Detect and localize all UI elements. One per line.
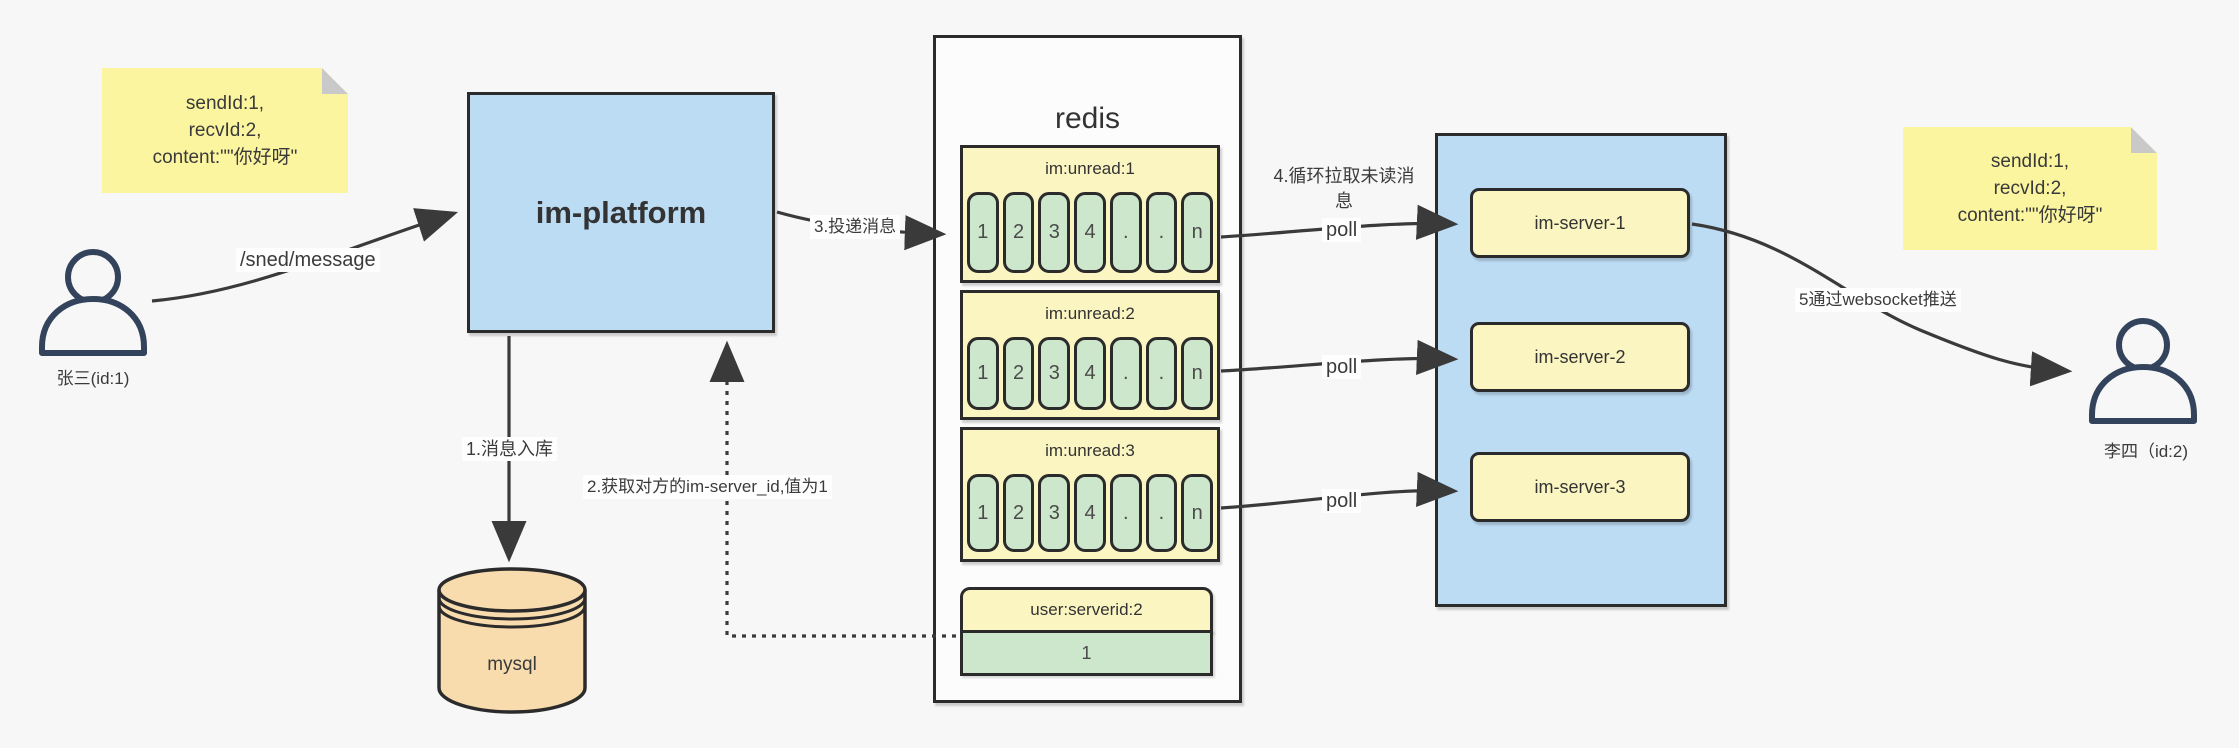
edge-deliver-label: 3.投递消息 <box>810 215 901 239</box>
queue-cell: 3 <box>1038 474 1071 552</box>
sender-label: 张三(id:1) <box>56 369 130 388</box>
edge-poll-2-label: poll <box>1322 355 1362 379</box>
redis-queue-1: im:unread:1 1 2 3 4 . . n <box>960 145 1220 283</box>
queue-cell: 2 <box>1002 474 1035 552</box>
queue-cell: . <box>1109 337 1142 410</box>
queue-cell: n <box>1181 192 1214 273</box>
queue-cell: 3 <box>1038 337 1071 410</box>
person-icon-receiver <box>2089 318 2197 424</box>
im-platform-label: im-platform <box>535 194 707 230</box>
queue-cell: 2 <box>1002 337 1035 410</box>
queue-cells: 1 2 3 4 . . n <box>967 474 1214 552</box>
redis-queue-2: im:unread:2 1 2 3 4 . . n <box>960 290 1220 420</box>
receiver-label: 李四（id:2) <box>2103 442 2189 461</box>
note-line: content:""你好呀" <box>1957 205 2103 226</box>
queue-cells: 1 2 3 4 . . n <box>967 337 1214 410</box>
edge-pull-label-line1: 4.循环拉取未读消 <box>1273 166 1415 186</box>
im-server-1-label: im-server-1 <box>1534 212 1626 233</box>
queue-cell: 1 <box>967 192 999 273</box>
person-icon-sender <box>39 249 147 356</box>
queue-cells: 1 2 3 4 . . n <box>967 192 1214 273</box>
sticky-fold-icon <box>2131 127 2157 153</box>
queue-cell: . <box>1145 192 1178 273</box>
kv-key-label: user:serverid:2 <box>960 587 1213 633</box>
edge-send-label: /sned/message <box>236 248 380 272</box>
edge-poll-3-label: poll <box>1322 489 1362 513</box>
queue-cell: n <box>1181 474 1214 552</box>
note-line: recvId:2, <box>1993 178 2067 199</box>
sticky-fold-icon <box>322 68 348 94</box>
queue-key-label: im:unread:3 <box>1045 441 1135 460</box>
im-server-3-label: im-server-3 <box>1534 476 1626 497</box>
edge-push-label: 5通过websocket推送 <box>1795 288 1961 312</box>
edge-store-label: 1.消息入库 <box>462 437 558 461</box>
sticky-note-left: sendId:1, recvId:2, content:""你好呀" <box>102 68 348 193</box>
queue-cell: 1 <box>967 474 999 552</box>
kv-value: 1 <box>960 630 1213 676</box>
im-platform-box: im-platform <box>467 92 775 333</box>
queue-cell: . <box>1109 192 1142 273</box>
queue-cell: . <box>1145 474 1178 552</box>
database-label: mysql <box>487 654 537 675</box>
queue-cell: 1 <box>967 337 999 410</box>
note-line: sendId:1, <box>185 93 265 114</box>
database-cylinder-icon <box>437 567 587 714</box>
note-line: recvId:2, <box>188 120 262 141</box>
queue-cell: 4 <box>1074 192 1106 273</box>
kv-block-user-serverid: user:serverid:2 1 <box>960 587 1213 676</box>
queue-key-label: im:unread:1 <box>1045 159 1135 178</box>
queue-key-label: im:unread:2 <box>1045 304 1135 323</box>
note-line: sendId:1, <box>1990 151 2070 172</box>
edge-pull-label-line2: 息 <box>1335 191 1353 211</box>
queue-cell: 4 <box>1074 474 1106 552</box>
redis-title: redis <box>1054 102 1121 135</box>
queue-cell: . <box>1145 337 1178 410</box>
edge-lookup-label: 2.获取对方的im-server_id,值为1 <box>583 475 832 499</box>
queue-cell: 4 <box>1074 337 1106 410</box>
queue-cell: . <box>1109 474 1142 552</box>
sticky-note-right: sendId:1, recvId:2, content:""你好呀" <box>1903 127 2157 250</box>
im-server-3-box: im-server-3 <box>1470 452 1690 522</box>
edge-poll-1-label: poll <box>1322 218 1362 242</box>
queue-cell: 3 <box>1038 192 1071 273</box>
edge-pull-label: 4.循环拉取未读消 息 <box>1256 164 1432 214</box>
redis-queue-3: im:unread:3 1 2 3 4 . . n <box>960 427 1220 562</box>
queue-cell: n <box>1181 337 1214 410</box>
im-server-2-label: im-server-2 <box>1534 346 1626 367</box>
note-line: content:""你好呀" <box>152 147 298 168</box>
im-server-2-box: im-server-2 <box>1470 322 1690 392</box>
queue-cell: 2 <box>1002 192 1035 273</box>
im-server-1-box: im-server-1 <box>1470 188 1690 258</box>
